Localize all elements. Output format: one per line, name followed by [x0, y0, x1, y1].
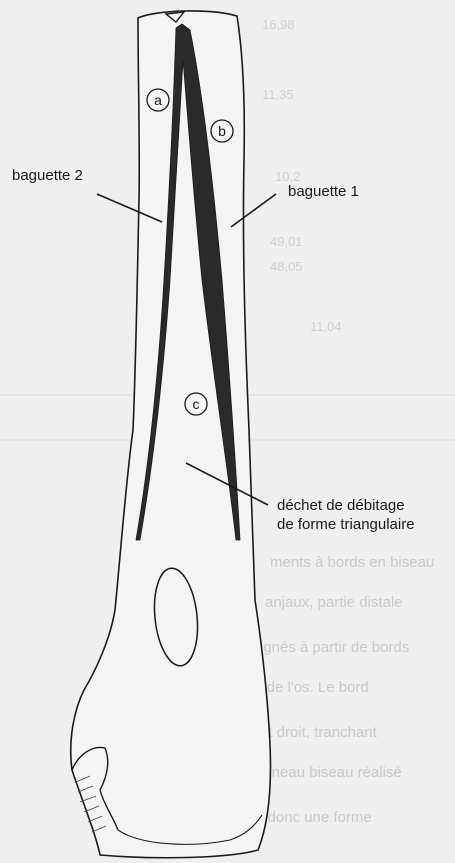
circle-b-letter: b: [218, 123, 226, 139]
bone-outline: [71, 11, 271, 858]
label-baguette-2: baguette 2: [12, 167, 83, 185]
label-dechet-line-2: de forme triangulaire: [277, 516, 415, 534]
label-baguette-1: baguette 1: [288, 183, 359, 201]
circle-c-letter: c: [193, 396, 200, 412]
circle-a-letter: a: [154, 92, 162, 108]
label-dechet-line-1: déchet de débitage: [277, 497, 405, 515]
